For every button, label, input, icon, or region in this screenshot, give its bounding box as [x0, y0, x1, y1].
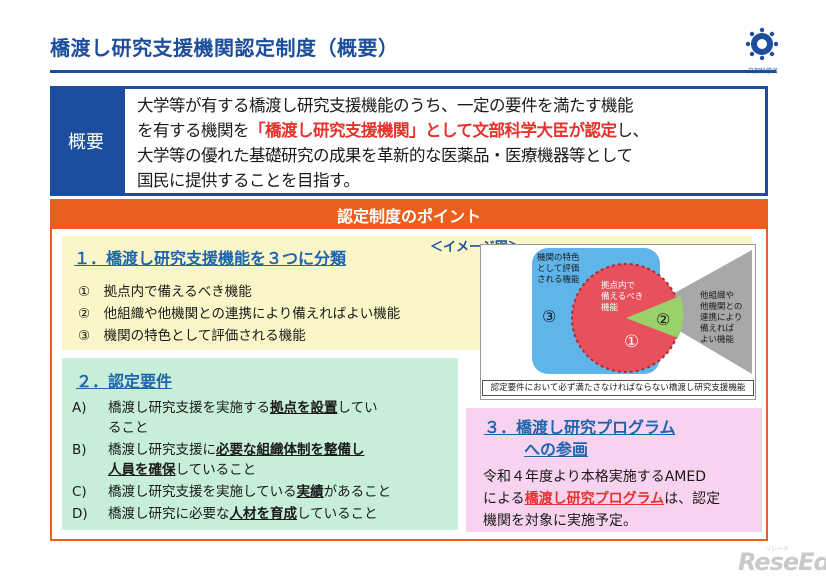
gray-label-5: よい機能: [700, 334, 735, 345]
overview-highlight: 「橋渡し研究支援機関」として文部科学大臣が認定: [249, 121, 617, 140]
gray-label-2: 他機関との: [700, 301, 742, 312]
section-3-title-line-2: への参画: [524, 440, 589, 459]
requirement-a-line-2: ること: [108, 420, 149, 436]
logo-text: 文部科学省: [747, 68, 778, 75]
mext-logo-icon: [745, 27, 779, 61]
blue-label-1: 機関の特色: [537, 252, 580, 263]
diagram-green-wedge: [626, 296, 684, 338]
watermark-small: リシード: [765, 546, 790, 553]
section-1-title: １．橋渡し研究支援機能を３つに分類: [74, 249, 347, 268]
overview-line-3: 大学等の優れた基礎研究の成果を革新的な医薬品・医療機器等として: [137, 146, 633, 165]
overview-line-2-post: し、: [616, 121, 650, 140]
red-label-2: 備えるべき: [601, 291, 643, 302]
requirement-b-line-1: 橋渡し研究支援に必要な組織体制を整備し: [108, 442, 365, 458]
program-highlight: 橋渡し研究プログラム: [524, 491, 665, 507]
overview-box: 大学等が有する橋渡し研究支援機能のうち、一定の要件を満たす機能 を有する機関を「…: [122, 86, 768, 196]
section-3-title-line-1: ３．橋渡し研究プログラム: [484, 418, 676, 437]
section-3-text-line-2: による橋渡し研究プログラムは、認定: [483, 491, 721, 507]
overview-line-1: 大学等が有する橋渡し研究支援機能のうち、一定の要件を満たす機能: [137, 96, 634, 115]
gray-label-1: 他組織や: [700, 290, 734, 301]
requirement-a-letter: A): [72, 400, 87, 416]
diagram-caption: 認定要件において必ず満たさなければならない橋渡し研究支援機能: [482, 380, 754, 396]
gray-label-4: 備えれば: [700, 323, 735, 334]
section-3-panel: [466, 408, 762, 532]
diagram-number-1: ①: [624, 332, 639, 352]
function-item-2: ② 他組織や他機関との連携により備えればよい機能: [78, 306, 401, 322]
overview-line-2-pre: を有する機関を: [137, 121, 250, 140]
requirement-b-line-2: 人員を確保していること: [108, 462, 257, 478]
overview-label: 概要: [50, 86, 122, 196]
watermark-logo: ReseEd: [738, 548, 826, 576]
red-label-3: 機能: [601, 302, 619, 313]
diagram-number-3: ③: [542, 307, 556, 326]
section-2-title: ２．認定要件: [76, 372, 173, 391]
overview-line-2: を有する機関を「橋渡し研究支援機関」として文部科学大臣が認定し、: [137, 118, 753, 143]
title-divider: [50, 70, 776, 73]
section-2-panel: [62, 358, 458, 530]
requirement-c-letter: C): [72, 484, 87, 500]
red-label-1: 拠点内で: [601, 280, 635, 291]
diagram-gray-area: [644, 250, 752, 374]
function-item-3: ③ 機関の特色として評価される機能: [78, 328, 306, 344]
requirement-b-letter: B): [72, 442, 87, 458]
function-item-1: ① 拠点内で備えるべき機能: [78, 284, 252, 300]
requirement-a-line-1: 橋渡し研究支援を実施する拠点を設置してい: [108, 400, 378, 416]
function-diagram: 機関の特色 として評価 される機能 拠点内で 備えるべき 機能 他組織や 他機関…: [532, 248, 752, 374]
points-header: 認定制度のポイント: [52, 201, 766, 229]
section-3-text-line-1: 令和４年度より本格実施するAMED: [483, 469, 707, 485]
blue-label-3: される機能: [537, 274, 580, 285]
requirement-d-line-1: 橋渡し研究に必要な人材を育成していること: [108, 506, 378, 522]
requirement-c-line-1: 橋渡し研究支援を実施している実績があること: [108, 484, 392, 500]
section-3-text-line-3: 機関を対象に実施予定。: [483, 513, 637, 529]
blue-label-2: として評価: [537, 263, 580, 274]
diagram-number-2: ②: [656, 310, 670, 329]
requirement-d-letter: D): [72, 506, 88, 522]
overview-line-4: 国民に提供することを目指す。: [137, 171, 360, 190]
gray-label-3: 連携により: [700, 312, 742, 323]
page-title: 橋渡し研究支援機関認定制度（概要）: [50, 36, 399, 60]
